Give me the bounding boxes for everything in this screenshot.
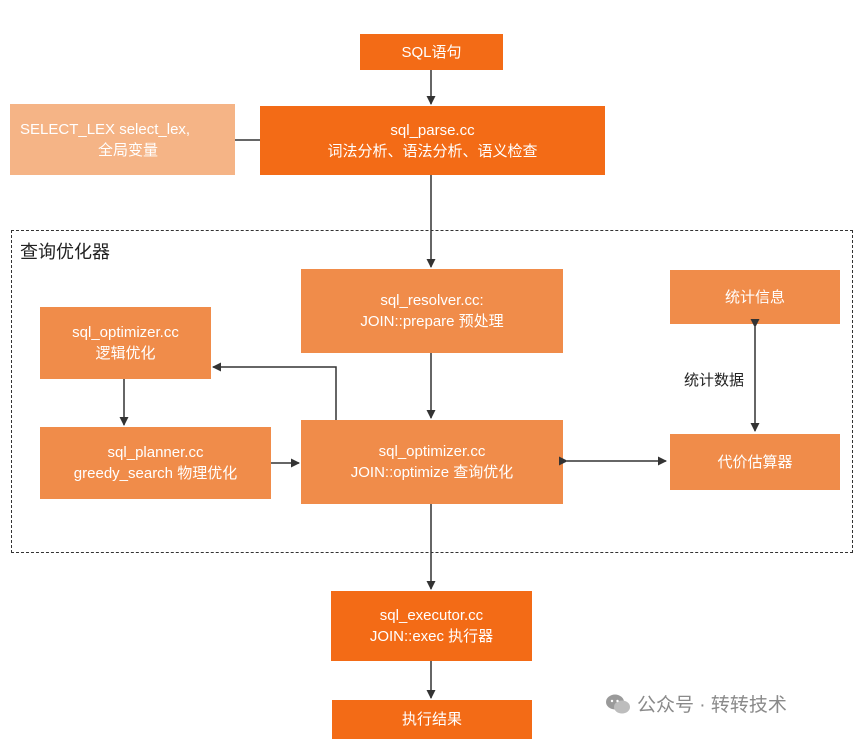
wechat-icon [606,694,630,713]
arrow-optimize-to-logical [212,362,337,420]
node-sublabel: JOIN::prepare 预处理 [360,313,504,330]
node-sublabel: 逻辑优化 [95,345,156,362]
region-label: 查询优化器 [20,242,110,262]
node-label: SQL语句 [401,43,462,61]
node-statistics-info: 统计信息 [670,270,840,324]
node-label: sql_parse.cc [390,121,475,139]
node-label: sql_resolver.cc: [380,292,484,309]
node-logical-optimizer: sql_optimizer.cc 逻辑优化 [40,307,211,379]
node-sublabel: JOIN::optimize 查询优化 [350,464,514,481]
watermark: 公众号 · 转转技术 [605,690,787,717]
node-sublabel: greedy_search 物理优化 [73,465,238,482]
node-sql-executor: sql_executor.cc JOIN::exec 执行器 [331,591,532,661]
node-sql-parse: sql_parse.cc 词法分析、语法分析、语义检查 [260,106,605,175]
node-label: sql_planner.cc [107,444,204,461]
node-label: SELECT_LEX select_lex, [20,120,191,138]
query-optimizer-region [11,230,853,553]
node-select-lex: SELECT_LEX select_lex, 全局变量 [10,104,235,175]
node-sql-statement: SQL语句 [360,34,503,70]
edge-label-statistics-data: 统计数据 [684,372,745,389]
node-execution-result: 执行结果 [332,700,532,739]
node-label: 统计信息 [724,288,785,306]
node-cost-estimator: 代价估算器 [670,434,840,490]
node-sublabel: 词法分析、语法分析、语义检查 [327,142,538,160]
node-sublabel: JOIN::exec 执行器 [369,628,494,645]
node-label: sql_executor.cc [379,607,484,624]
node-join-optimize: sql_optimizer.cc JOIN::optimize 查询优化 [301,420,563,504]
node-sublabel: 全局变量 [98,141,159,159]
watermark-text: 公众号 · 转转技术 [637,695,787,716]
node-sql-resolver: sql_resolver.cc: JOIN::prepare 预处理 [301,269,563,353]
node-label: 执行结果 [401,711,462,728]
node-label: sql_optimizer.cc [72,324,179,341]
node-sql-planner: sql_planner.cc greedy_search 物理优化 [40,427,271,499]
node-label: 代价估算器 [717,453,793,471]
node-label: sql_optimizer.cc [378,443,486,460]
